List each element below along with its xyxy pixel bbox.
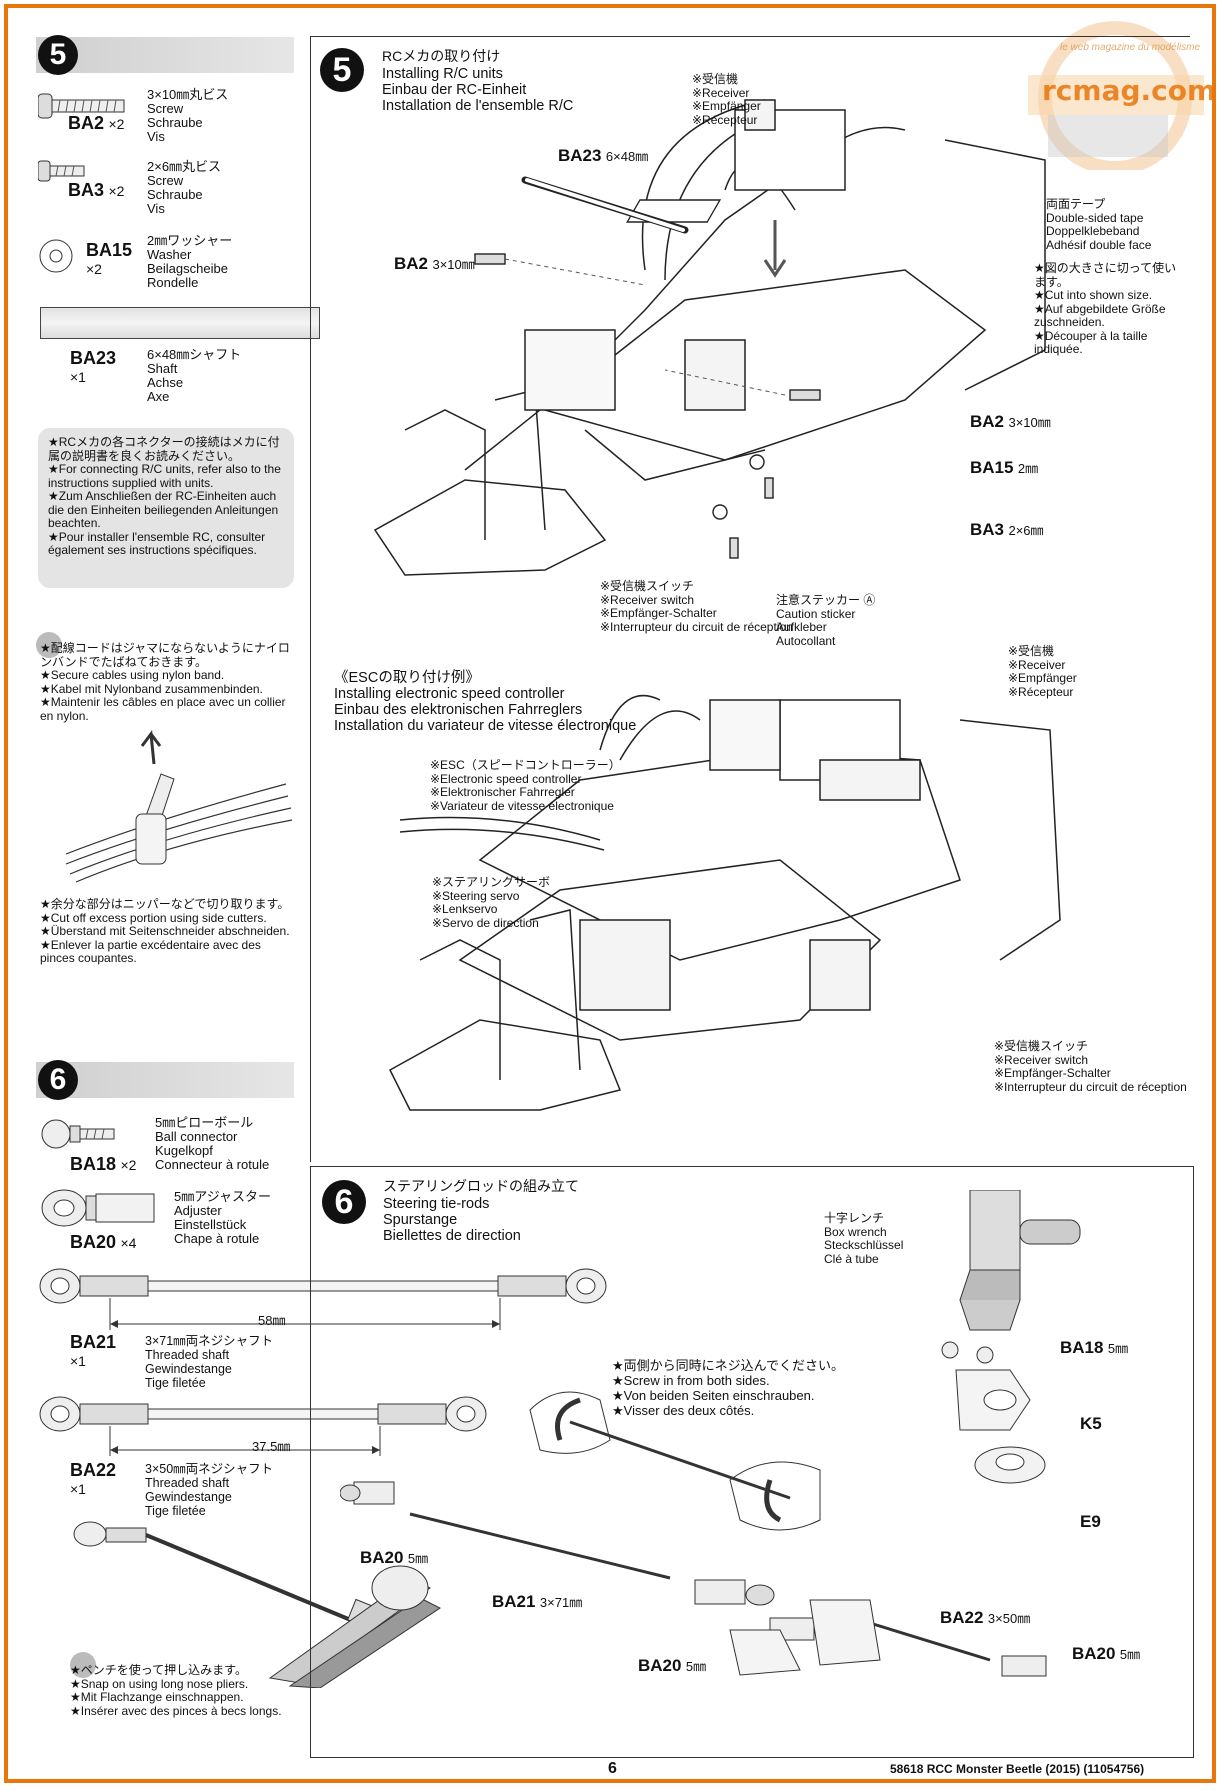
step5-number: 5: [320, 48, 364, 92]
receiver-label: ※受信機 ※Receiver ※Empfänger ※Récepteur: [692, 72, 761, 127]
receiver-switch-label: ※受信機スイッチ ※Receiver switch ※Empfänger-Sch…: [600, 579, 793, 634]
ba21-tie-rod-icon: [39, 1268, 607, 1330]
ba18-ball-connector-icon: [41, 1119, 115, 1149]
ba23-shaft-icon: [40, 307, 320, 339]
ba2-screw-icon: [38, 93, 125, 119]
step6-main-box: [310, 1166, 1194, 1758]
esc-label: ※ESC（スピードコントローラー） ※Electronic speed cont…: [430, 758, 621, 813]
ba18-callout: BA18 5㎜: [1060, 1338, 1129, 1357]
ba22-dimension: 37.5㎜: [252, 1439, 291, 1454]
step5-main-box: [310, 36, 1190, 1162]
ba2-callout-right: BA2 3×10㎜: [970, 412, 1051, 431]
ba18-part-desc: 5㎜ピローボール Ball connector Kugelkopf Connec…: [155, 1115, 270, 1172]
ba23-part-code: BA23 ×1: [70, 348, 117, 385]
step6-parts-bar: [36, 1062, 294, 1098]
ba21-part-code: BA21 ×1: [70, 1332, 117, 1369]
watermark-brand: rcmag.com: [1042, 74, 1217, 107]
ba3-callout: BA3 2×6㎜: [970, 520, 1044, 539]
page-frame: [4, 4, 1216, 1783]
ba22-part-code: BA22 ×1: [70, 1460, 117, 1497]
nylon-note: ★配線コードはジャマにならないようにナイロンバンドでたばねておきます。 ★Sec…: [40, 641, 290, 723]
caution-sticker-label: 注意ステッカー Ⓐ Caution sticker Aufkleber Auto…: [776, 593, 876, 648]
tie-rod-assembly-illustration: [340, 1470, 1047, 1677]
ba3-screw-icon: [38, 160, 85, 182]
esc-title: 《ESCの取り付け例》 Installing electronic speed …: [334, 670, 637, 734]
ba2-part-code: BA2 ×2: [68, 113, 125, 133]
step5-parts-bar: [36, 37, 294, 73]
ba15-washer-icon: [39, 239, 73, 273]
steering-servo-label: ※ステアリングサーボ ※Steering servo ※Lenkservo ※S…: [432, 875, 551, 930]
ba23-part-desc: 6×48㎜シャフト Shaft Achse Axe: [147, 347, 242, 404]
ba20-mid-callout: BA20 5㎜: [638, 1656, 707, 1675]
ba2-part-desc: 3×10㎜丸ビス Screw Schraube Vis: [147, 87, 229, 144]
ba3-part-code: BA3 ×2: [68, 180, 125, 200]
step5-parts-number: 5: [38, 35, 78, 75]
ba21-dimension: 58㎜: [258, 1313, 286, 1328]
ba2-callout-left: BA2 3×10㎜: [394, 254, 475, 273]
model-line: 58618 RCC Monster Beetle (2015) (1105475…: [890, 1762, 1145, 1776]
ba23-callout: BA23 6×48㎜: [558, 146, 649, 165]
ba21-part-desc: 3×71㎜両ネジシャフト Threaded shaft Gewindestang…: [145, 1334, 274, 1390]
k5-callout: K5: [1080, 1414, 1102, 1433]
cut-note: ★余分な部分はニッパーなどで切り取ります。 ★Cut off excess po…: [40, 897, 290, 965]
watermark-logo: [1028, 21, 1204, 170]
step6-number: 6: [322, 1180, 366, 1224]
ba22-part-desc: 3×50㎜両ネジシャフト Threaded shaft Gewindestang…: [145, 1462, 274, 1518]
page-number: 6: [608, 1760, 617, 1777]
ba22-tie-rod-icon: [39, 1396, 487, 1456]
ba18-part-code: BA18 ×2: [70, 1154, 137, 1174]
ba22-callout: BA22 3×50㎜: [940, 1608, 1031, 1627]
pliers-note-badge: [70, 1652, 96, 1678]
esc-receiver-switch-label: ※受信機スイッチ ※Receiver switch ※Empfänger-Sch…: [994, 1039, 1187, 1094]
nylon-note-badge: [36, 632, 62, 658]
cut-size-label: ★図の大きさに切って使います。 ★Cut into shown size. ★A…: [1034, 261, 1177, 356]
chassis-esc-install-illustration: [389, 694, 1061, 1111]
ba20-part-desc: 5㎜アジャスター Adjuster Einstellstück Chape à …: [174, 1189, 272, 1246]
step6-parts-number: 6: [38, 1060, 78, 1100]
watermark-ring-text: le web magazine du modélisme: [1060, 42, 1201, 53]
watermark: rcmag.com le web magazine du modélisme: [1020, 20, 1216, 170]
esc-receiver-label: ※受信機 ※Receiver ※Empfänger ※Récepteur: [1008, 644, 1077, 699]
ba20-adjuster-icon: [41, 1189, 155, 1227]
screwing-hands-illustration: [529, 1391, 821, 1531]
step5-title: RCメカの取り付け Installing R/C units Einbau de…: [382, 48, 574, 114]
ba20-right-callout: BA20 5㎜: [1072, 1644, 1141, 1663]
ba15-part-code: BA15 ×2: [86, 240, 133, 277]
rc-units-note: ★RCメカの各コネクターの接続はメカに付属の説明書を良くお読みください。 ★Fo…: [38, 428, 294, 588]
ba21-callout: BA21 3×71㎜: [492, 1592, 583, 1611]
box-wrench-label: 十字レンチ Box wrench Steckschlüssel Clé à tu…: [824, 1211, 904, 1266]
step6-title: ステアリングロッドの組み立て Steering tie-rods Spursta…: [383, 1178, 579, 1244]
box-wrench-illustration: [941, 1190, 1081, 1484]
nylon-band-illustration: [65, 730, 293, 883]
chassis-rc-install-illustration: [373, 99, 1046, 576]
rc-units-note-text: ★RCメカの各コネクターの接続はメカに付属の説明書を良くお読みください。 ★Fo…: [48, 435, 281, 557]
ba15-part-desc: 2㎜ワッシャー Washer Beilagscheibe Rondelle: [147, 233, 233, 290]
ba20-part-code: BA20 ×4: [70, 1232, 137, 1252]
ba3-part-desc: 2×6㎜丸ビス Screw Schraube Vis: [147, 159, 222, 216]
e9-callout: E9: [1080, 1512, 1101, 1531]
pliers-note: ★ペンチを使って押し込みます。 ★Snap on using long nose…: [70, 1663, 282, 1718]
tape-label: 両面テープ Double-sided tape Doppelklebeband …: [1046, 197, 1152, 252]
screw-both-sides-note: ★両側から同時にネジ込んでください。 ★Screw in from both s…: [612, 1358, 845, 1418]
ba15-callout: BA15 2㎜: [970, 458, 1039, 477]
ba20-left-callout: BA20 5㎜: [360, 1548, 429, 1567]
